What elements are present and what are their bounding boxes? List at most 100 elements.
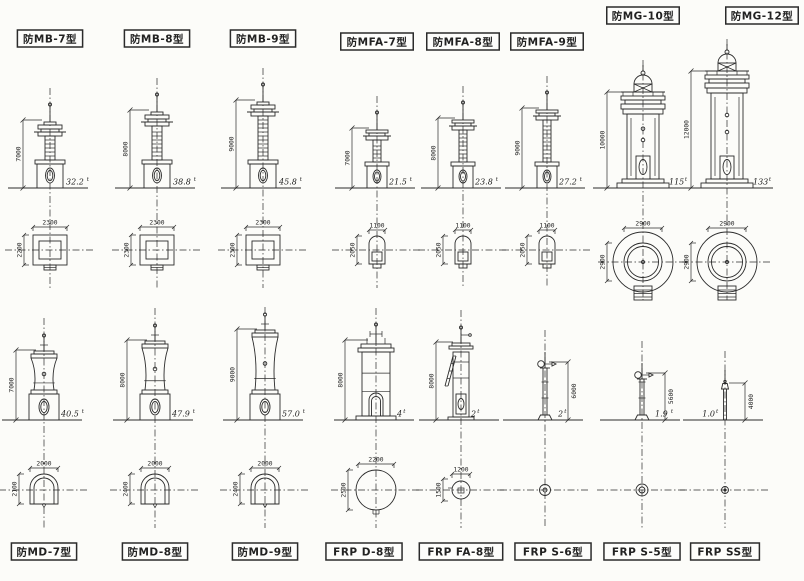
weight-unit-text: t [82, 409, 85, 415]
height-dimension: 7000 [9, 347, 36, 423]
elevation-view [634, 363, 655, 421]
dimension-text: 2300 [255, 220, 270, 227]
model-label-text: FRP D-8型 [333, 546, 395, 559]
model-label-text: 防MB-9型 [236, 33, 290, 46]
elevation-view [139, 323, 171, 421]
weight-text: 1.9 [655, 410, 668, 419]
weight-text: 2 [557, 410, 563, 419]
dimension-text: 8000 [123, 141, 130, 156]
weight-text: 115 [669, 178, 684, 187]
height-dimension: 8000 [123, 107, 149, 191]
height-dimension: 5600 [646, 370, 675, 423]
dimension-text: 9000 [515, 140, 522, 155]
weight-text: 23.8 [474, 178, 493, 187]
model-label: 防MB-7型 [16, 29, 84, 48]
dimension-text: 2050 [520, 242, 527, 257]
weight-unit-text: t [564, 409, 567, 415]
model-label-text: FRP S-5型 [612, 546, 672, 559]
elevation-view [533, 90, 561, 189]
model-label-text: FRP SS型 [697, 546, 752, 559]
dimension-text: 2300 [230, 242, 237, 257]
centerline [416, 310, 506, 528]
centerline [110, 308, 200, 528]
weight-unit-text: t [194, 177, 197, 183]
height-dimension: 7000 [16, 117, 42, 191]
model-label: FRP S-5型 [603, 542, 681, 561]
model-label-text: 防MD-8型 [127, 546, 182, 559]
height-dimension: 12000 [684, 68, 719, 191]
weight-text: 57.0 [282, 410, 300, 419]
dimension-text: 2500 [341, 482, 348, 497]
dimension-text: 8000 [429, 373, 436, 388]
model-label: FRP SS型 [689, 542, 761, 561]
centerline [331, 308, 421, 528]
dimension-text: 8000 [431, 145, 438, 160]
model-label-text: 防MD-7型 [16, 546, 71, 559]
model-label-text: 防MB-8型 [130, 33, 184, 46]
weight-unit-text: t [303, 409, 306, 415]
model-label: 防MG-10型 [606, 6, 680, 25]
model-label: 防MB-8型 [123, 29, 191, 48]
weight-text: 45.8 [278, 178, 297, 187]
dimension-text: 5600 [668, 389, 675, 404]
elevation-view [34, 102, 66, 189]
weight-unit-text: t [685, 177, 688, 183]
elevation-view [247, 82, 279, 189]
dimension-text: 2300 [42, 220, 57, 227]
weight-text: 38.8 [173, 178, 191, 187]
weight-unit-text: t [580, 177, 583, 183]
height-dimension: 8000 [429, 339, 453, 423]
weight-unit-text: t [87, 177, 90, 183]
model-label-text: FRP S-6型 [523, 546, 583, 559]
model-label: 防MD-8型 [121, 542, 189, 561]
height-dimension: 6000 [549, 359, 578, 423]
dimension-text: 1200 [453, 467, 468, 474]
weight-text: 2 [470, 410, 476, 419]
model-label-text: FRP FA-8型 [427, 546, 494, 559]
dimension-text: 2200 [17, 242, 24, 257]
elevation-view [537, 352, 558, 421]
height-dimension: 9000 [229, 97, 255, 191]
dimension-text: 6000 [571, 383, 578, 398]
plan-view [635, 483, 649, 497]
elevation-view [28, 333, 60, 421]
model-label-text: 防MB-7型 [23, 33, 77, 46]
height-dimension: 4000 [729, 380, 755, 423]
weight-text: 32.2 [66, 178, 84, 187]
plan-view [721, 486, 729, 494]
elevation-view [449, 100, 477, 189]
dimension-text: 9000 [230, 367, 237, 382]
elevation-view [355, 322, 397, 421]
model-label: 防MFA-9型 [510, 32, 584, 51]
elevation-view [616, 65, 670, 189]
dimension-text: 1500 [436, 482, 443, 497]
dimension-text: 2400 [233, 481, 240, 496]
elevation-view [700, 44, 754, 189]
weight-text: 47.9 [171, 410, 190, 419]
